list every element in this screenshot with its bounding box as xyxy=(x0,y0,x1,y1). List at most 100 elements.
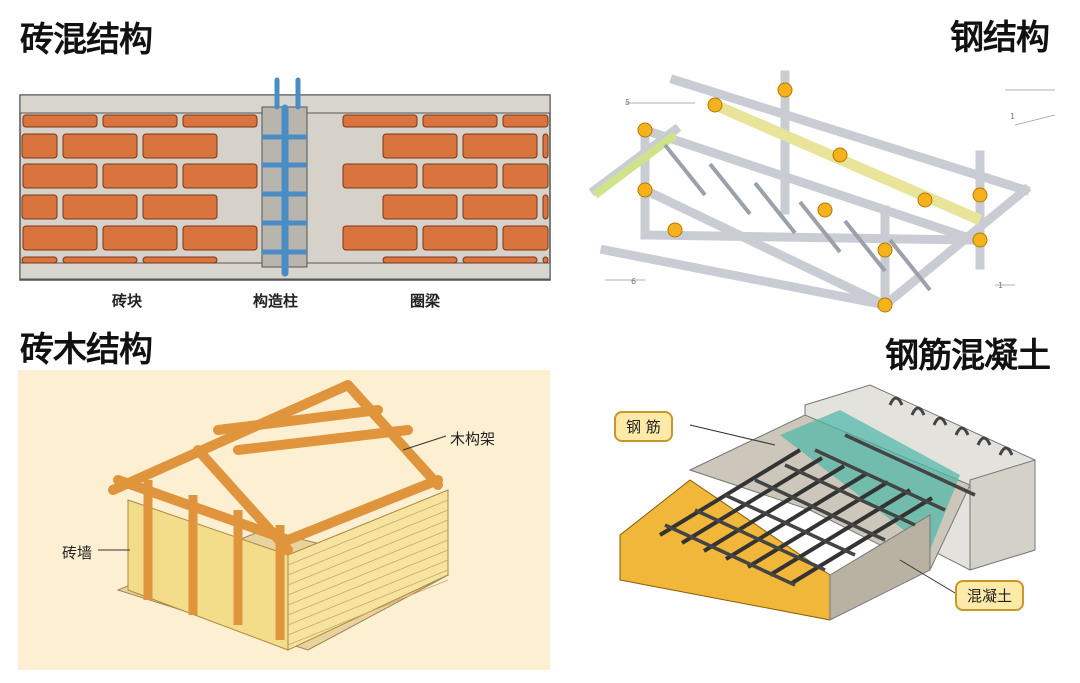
brick-course xyxy=(287,519,449,586)
leader-line xyxy=(402,435,447,451)
rebar xyxy=(814,448,946,512)
brick xyxy=(382,194,458,220)
joint xyxy=(667,222,683,238)
brick-course xyxy=(287,549,449,616)
leader-line xyxy=(1014,114,1055,126)
rebar-label: 钢 筋 xyxy=(614,411,673,442)
wood-beam xyxy=(213,405,383,435)
diagonal xyxy=(888,238,932,292)
brick xyxy=(142,256,218,264)
joint xyxy=(877,242,893,258)
brick-course xyxy=(287,539,449,606)
concrete-top xyxy=(688,414,971,571)
joint xyxy=(637,182,653,198)
brick-wood-title: 砖木结构 xyxy=(20,330,153,370)
brick-wall-label: 砖墙 xyxy=(62,544,93,562)
brick xyxy=(342,163,418,189)
joint xyxy=(877,297,893,313)
column-label: 构造柱 xyxy=(253,292,299,310)
joint xyxy=(972,232,988,248)
steel-beam xyxy=(638,183,892,312)
rebar-hook xyxy=(910,406,926,416)
callout-5: 5 xyxy=(625,98,631,107)
brick xyxy=(422,163,498,189)
joint xyxy=(832,147,848,163)
rebar xyxy=(768,488,912,577)
reinforced-concrete-title: 钢筋混凝土 xyxy=(885,336,1051,376)
concrete-side xyxy=(829,514,931,621)
rebar xyxy=(724,472,868,561)
brick xyxy=(21,133,58,159)
brick xyxy=(502,114,549,128)
rebar xyxy=(754,478,886,542)
diagonal xyxy=(843,219,887,273)
brick-label: 砖块 xyxy=(112,292,143,310)
brick xyxy=(62,194,138,220)
rebar xyxy=(664,523,796,587)
brick xyxy=(102,225,178,251)
brick xyxy=(422,114,498,128)
joint xyxy=(777,82,793,98)
rebar-hook xyxy=(976,436,992,446)
brick xyxy=(462,194,538,220)
brick-course xyxy=(287,569,449,636)
brick xyxy=(22,114,98,128)
brick xyxy=(21,256,58,264)
brick xyxy=(102,114,178,128)
diagonal xyxy=(663,143,707,197)
callout-1b: 1 xyxy=(998,281,1004,290)
wood-beam xyxy=(108,380,353,495)
steel-beam xyxy=(599,244,891,311)
block-side xyxy=(969,459,1036,571)
rebar-hook xyxy=(932,416,948,426)
callout-6: 6 xyxy=(631,277,637,286)
brick xyxy=(182,225,258,251)
steel-title: 钢结构 xyxy=(950,18,1050,58)
rebar xyxy=(658,448,802,537)
brick-course xyxy=(287,509,449,576)
brick xyxy=(342,114,418,128)
brick-course xyxy=(287,499,449,566)
steel-beam xyxy=(669,74,1031,196)
brick xyxy=(182,163,258,189)
ring-beam-label: 圈梁 xyxy=(410,292,441,310)
rebar-hook xyxy=(998,446,1014,456)
brick xyxy=(21,194,58,220)
teal-layer xyxy=(780,410,960,550)
leader-line xyxy=(899,559,956,594)
brick-course xyxy=(287,559,449,626)
diagonal xyxy=(753,181,797,235)
rebar xyxy=(790,496,934,585)
brick xyxy=(382,256,458,264)
brick-course xyxy=(287,579,449,646)
green-beam xyxy=(592,131,678,199)
brick-wood-house-illustration xyxy=(18,370,550,670)
brick xyxy=(62,256,138,264)
rebar xyxy=(784,463,916,527)
rebar xyxy=(746,480,890,569)
reinforced-concrete-illustration xyxy=(619,384,1036,621)
wood-beam xyxy=(113,475,293,545)
brick xyxy=(422,225,498,251)
brick xyxy=(462,133,538,159)
brick xyxy=(462,256,538,264)
callout-1a: 1 xyxy=(1010,112,1016,121)
wood-beam xyxy=(233,425,413,455)
brick xyxy=(182,114,258,128)
brick-concrete-title: 砖混结构 xyxy=(20,20,153,60)
concrete-label: 混凝土 xyxy=(955,580,1025,611)
rebar-hook xyxy=(954,426,970,436)
rebar xyxy=(694,508,826,572)
wood-frame-label: 木构架 xyxy=(450,430,496,448)
brick xyxy=(502,225,549,251)
brick xyxy=(22,163,98,189)
front-wall xyxy=(287,489,449,651)
brick-wall-illustration xyxy=(19,77,551,281)
joint xyxy=(917,192,933,208)
rebar xyxy=(844,433,976,497)
wood-beam xyxy=(283,475,443,545)
brick xyxy=(142,133,218,159)
brick xyxy=(502,163,549,189)
rebar-hook xyxy=(888,396,904,406)
diagonal xyxy=(708,162,752,216)
